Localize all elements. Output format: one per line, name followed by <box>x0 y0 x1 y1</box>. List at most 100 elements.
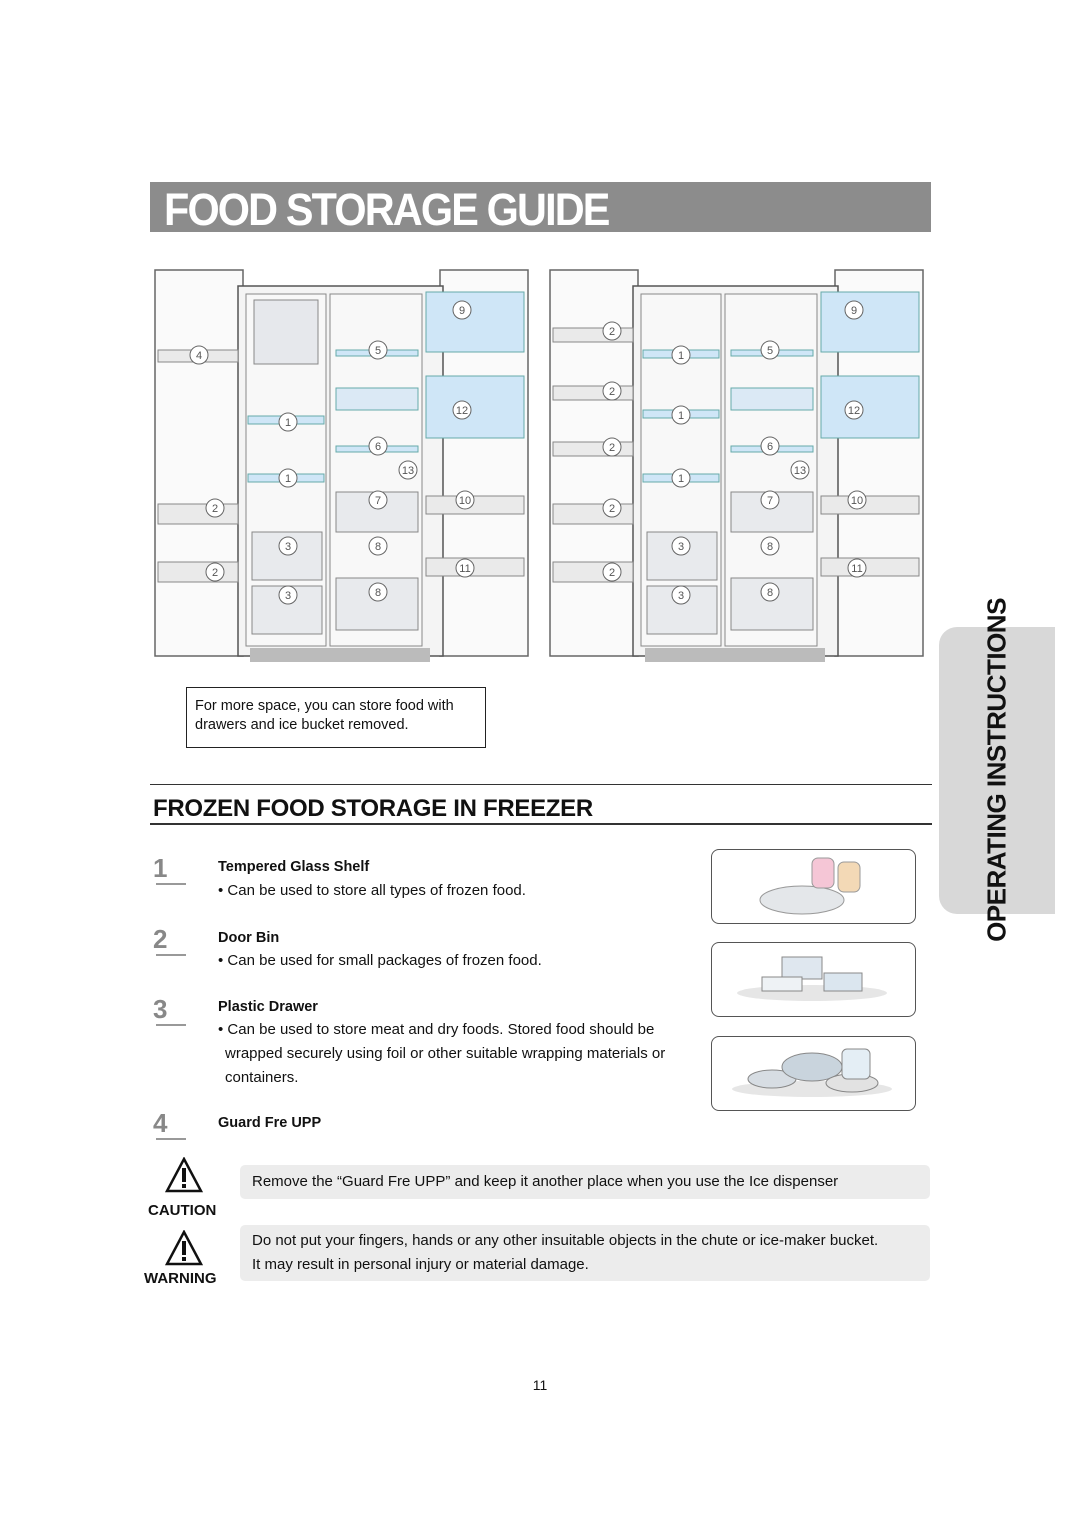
svg-text:6: 6 <box>767 441 773 453</box>
diagram-callout: 11 <box>847 558 867 578</box>
caution-box: Remove the “Guard Fre UPP” and keep it a… <box>240 1165 930 1199</box>
freezer-diagram-without-drawers: 9 2 1 5 2 1 12 2 6 1 13 2 7 10 3 8 11 2 … <box>549 269 924 662</box>
warning-box: Do not put your fingers, hands or any ot… <box>240 1225 930 1281</box>
diagram-callout: 6 <box>760 436 780 456</box>
svg-text:2: 2 <box>609 386 615 398</box>
item-number: 2 <box>153 924 168 954</box>
diagram-callout: 13 <box>398 460 418 480</box>
caution-label: CAUTION <box>148 1202 217 1219</box>
diagram-callout: 8 <box>760 536 780 556</box>
svg-text:2: 2 <box>609 567 615 579</box>
svg-text:12: 12 <box>848 405 860 417</box>
diagram-callout: 13 <box>790 460 810 480</box>
section-rule <box>150 823 932 825</box>
svg-text:11: 11 <box>459 563 470 575</box>
svg-text:1: 1 <box>678 410 684 422</box>
item-number-underline <box>156 1024 186 1026</box>
diagram-callout: 1 <box>278 412 298 432</box>
svg-text:7: 7 <box>767 495 773 507</box>
meat-and-dry-foods-photo <box>711 1036 916 1111</box>
section-heading: FROZEN FOOD STORAGE IN FREEZER <box>153 795 593 822</box>
svg-text:1: 1 <box>678 350 684 362</box>
diagram-callout: 5 <box>760 340 780 360</box>
diagram-callout: 6 <box>368 436 388 456</box>
svg-text:8: 8 <box>375 587 381 599</box>
svg-text:10: 10 <box>459 495 471 507</box>
item-number: 3 <box>153 994 168 1024</box>
diagram-callout: 10 <box>455 490 475 510</box>
frozen-food-illustration <box>759 857 861 915</box>
diagram-callout: 8 <box>368 536 388 556</box>
diagram-callout: 1 <box>671 468 691 488</box>
diagram-callout: 1 <box>671 345 691 365</box>
diagram-callout: 12 <box>452 400 472 420</box>
item-number-underline <box>156 954 186 956</box>
svg-text:11: 11 <box>851 563 862 575</box>
svg-text:2: 2 <box>212 567 218 579</box>
svg-text:5: 5 <box>767 345 773 357</box>
item-number-underline <box>156 883 186 885</box>
side-tab: OPERATING INSTRUCTIONS <box>939 598 1055 942</box>
diagram-callout: 3 <box>671 536 691 556</box>
diagram-callout: 10 <box>847 490 867 510</box>
svg-text:12: 12 <box>456 405 468 417</box>
item-title: Tempered Glass Shelf <box>218 859 370 875</box>
svg-text:3: 3 <box>678 541 684 553</box>
diagram-callout: 3 <box>278 536 298 556</box>
page-number: 11 <box>532 1377 548 1393</box>
svg-text:2: 2 <box>212 503 218 515</box>
note-box: For more space, you can store food with … <box>186 687 486 748</box>
page-title: FOOD STORAGE GUIDE <box>164 184 610 235</box>
diagram-callout: 3 <box>671 585 691 605</box>
svg-text:6: 6 <box>375 441 381 453</box>
svg-text:2: 2 <box>609 442 615 454</box>
diagram-callout: 2 <box>205 498 225 518</box>
svg-text:3: 3 <box>285 541 291 553</box>
item-description: • Can be used to store all types of froz… <box>218 882 526 899</box>
svg-text:3: 3 <box>678 590 684 602</box>
svg-text:3: 3 <box>285 590 291 602</box>
caution-icon <box>165 1157 203 1193</box>
svg-text:5: 5 <box>375 345 381 357</box>
diagram-callout: 3 <box>278 585 298 605</box>
diagram-callout: 2 <box>602 498 622 518</box>
item-title: Guard Fre UPP <box>218 1115 322 1131</box>
svg-text:2: 2 <box>609 503 615 515</box>
side-tab-label: OPERATING INSTRUCTIONS <box>981 598 1012 942</box>
svg-text:10: 10 <box>851 495 863 507</box>
diagram-callout: 1 <box>671 405 691 425</box>
diagram-callout: 7 <box>760 490 780 510</box>
warning-text-line: It may result in personal injury or mate… <box>252 1256 589 1273</box>
diagram-callout: 8 <box>760 582 780 602</box>
frozen-packages-illustration <box>737 956 887 1001</box>
diagram-callout: 2 <box>602 437 622 457</box>
warning-icon <box>165 1230 203 1266</box>
meat-and-dry-foods-illustration <box>732 1048 892 1097</box>
diagram-callout: 9 <box>844 300 864 320</box>
item-description-line: wrapped securely using foil or other sui… <box>225 1045 666 1062</box>
item-number: 1 <box>153 853 168 883</box>
svg-text:9: 9 <box>851 305 857 317</box>
item-description-line: containers. <box>225 1069 299 1086</box>
svg-text:4: 4 <box>196 350 202 362</box>
item-title: Plastic Drawer <box>218 999 318 1015</box>
diagram-callout: 5 <box>368 340 388 360</box>
diagram-callout: 2 <box>205 562 225 582</box>
caution-text: Remove the “Guard Fre UPP” and keep it a… <box>252 1173 839 1190</box>
item-description-line: • Can be used to store meat and dry food… <box>218 1021 655 1038</box>
svg-text:1: 1 <box>678 473 684 485</box>
diagram-callout: 8 <box>368 582 388 602</box>
svg-text:2: 2 <box>609 326 615 338</box>
svg-text:1: 1 <box>285 473 291 485</box>
svg-text:7: 7 <box>375 495 381 507</box>
warning-label: WARNING <box>144 1270 217 1287</box>
diagram-callout: 2 <box>602 381 622 401</box>
section-rule <box>150 784 932 785</box>
label: 9 <box>459 305 465 317</box>
diagram-callout: 2 <box>602 562 622 582</box>
svg-text:13: 13 <box>402 465 414 477</box>
diagram-callout: 7 <box>368 490 388 510</box>
diagram-callout: 2 <box>602 321 622 341</box>
diagram-callout: 4 <box>189 345 209 365</box>
diagram-callout: 9 <box>452 300 472 320</box>
